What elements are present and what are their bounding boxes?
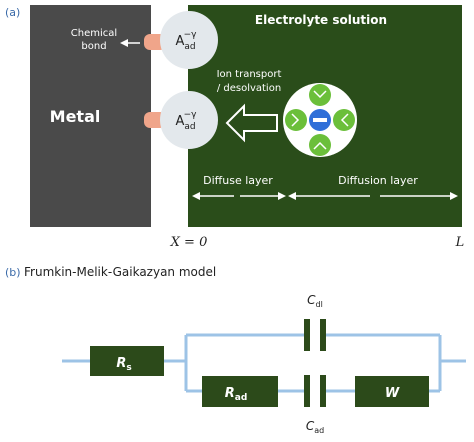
- adsorbate-bottom-label: Aad−γ: [175, 110, 197, 132]
- adsorbate-bottom-circle: [160, 91, 218, 149]
- L-label: L: [455, 235, 465, 250]
- anion-minus-sign: [313, 118, 327, 122]
- solvent-molecule-left: [285, 109, 307, 131]
- capacitor-cdl-label: Cdl: [307, 293, 323, 309]
- ion-transport-arrow: [225, 103, 278, 143]
- capacitor-cdl-plate-left: [304, 319, 310, 351]
- panel-b-title: Frumkin-Melik-Gaikazyan model: [24, 265, 216, 279]
- diffusion-layer-label: Diffusion layer: [338, 174, 418, 187]
- resistor-rad: [202, 376, 278, 407]
- adsorbate-top-circle: [160, 11, 218, 69]
- resistor-rs-label: Rs: [116, 356, 131, 373]
- capacitor-cad-label: Cad: [306, 419, 324, 435]
- warburg-label: W: [385, 386, 400, 401]
- capacitor-cad-plate-right: [320, 375, 326, 407]
- panel-b-label: (b): [5, 266, 21, 279]
- electrolyte-label: Electrolyte solution: [255, 13, 387, 27]
- resistor-rs: [90, 346, 164, 376]
- ion-transport-label-line1: Ion transport: [217, 69, 282, 80]
- warburg-element: [355, 376, 429, 407]
- adsorbate-top-label: Aad−γ: [175, 30, 197, 52]
- resistor-rad-label: Rad: [225, 386, 248, 403]
- diffuse-layer-label: Diffuse layer: [203, 174, 273, 187]
- solvent-molecules: [285, 84, 355, 156]
- metal-label: Metal: [50, 107, 101, 126]
- x0-label: X = 0: [170, 235, 208, 250]
- chemical-bond-label-line1: Chemical: [71, 28, 117, 39]
- panel-a-label: (a): [5, 6, 20, 19]
- metal-block: [30, 5, 151, 227]
- solvent-molecule-bottom: [309, 134, 331, 156]
- ion-transport-label-line2: / desolvation: [217, 83, 281, 94]
- solvent-molecule-right: [333, 109, 355, 131]
- circuit-wires: [62, 333, 466, 393]
- chemical-bond-label-line2: bond: [81, 41, 106, 52]
- solvent-molecule-top: [309, 84, 331, 106]
- capacitor-cdl-plate-right: [320, 319, 326, 351]
- capacitor-cad-plate-left: [304, 375, 310, 407]
